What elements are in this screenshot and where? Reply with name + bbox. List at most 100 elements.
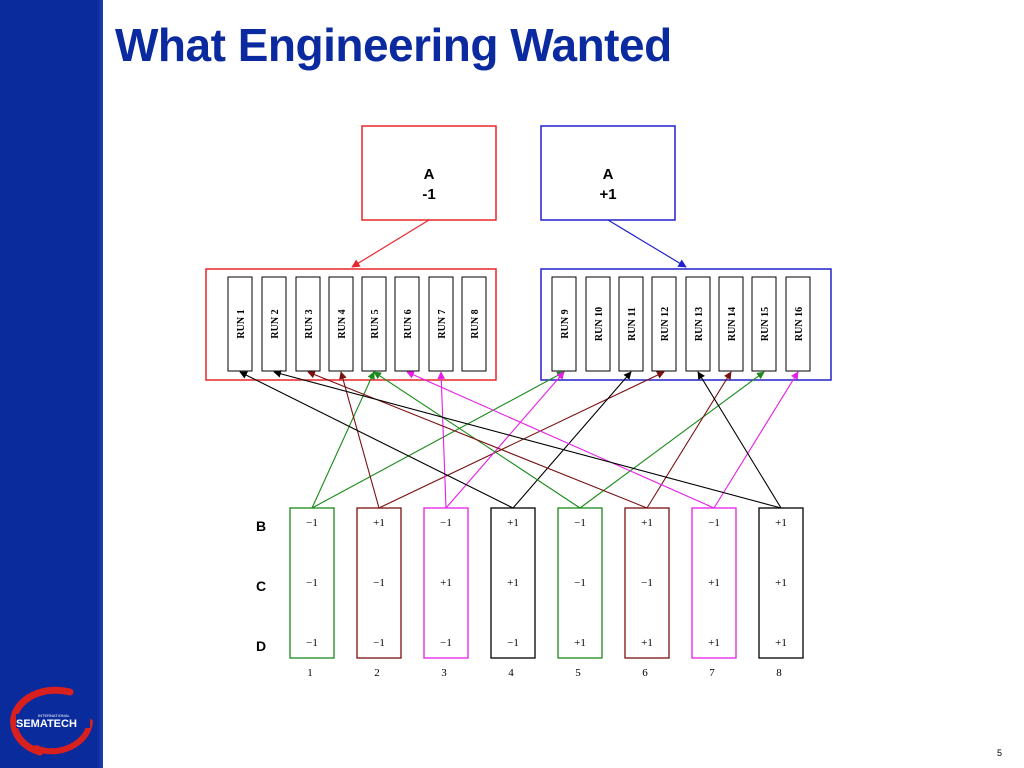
run-box-6 — [394, 276, 420, 372]
combination-value: +1 — [507, 577, 519, 589]
run-box-12 — [651, 276, 677, 372]
connector-4-to-run-11 — [512, 371, 632, 509]
combination-box-1 — [289, 507, 335, 659]
combination-box-7 — [691, 507, 737, 659]
combination-value: +1 — [775, 637, 787, 649]
combination-value: −1 — [641, 577, 653, 589]
combination-box-5 — [557, 507, 603, 659]
connector-4-to-run-1 — [239, 371, 514, 509]
run-box-4 — [328, 276, 354, 372]
row-label-d: D — [256, 638, 266, 654]
factor-a-name: A — [603, 166, 614, 183]
run-box-10 — [585, 276, 611, 372]
run-box-15 — [751, 276, 777, 372]
run-label-7: RUN 7 — [437, 309, 448, 338]
combination-value: +1 — [574, 637, 586, 649]
connector-3-to-run-9 — [445, 371, 565, 509]
connector-1-to-run-9 — [311, 371, 565, 509]
run-box-13 — [685, 276, 711, 372]
run-box-5 — [361, 276, 387, 372]
connector-3-to-run-7 — [437, 371, 447, 509]
run-label-11: RUN 11 — [627, 307, 638, 341]
run-label-8: RUN 8 — [470, 309, 481, 338]
run-label-1: RUN 1 — [236, 309, 247, 338]
run-box-3 — [295, 276, 321, 372]
run-box-11 — [618, 276, 644, 372]
slide-title: What Engineering Wanted — [115, 19, 672, 71]
combination-value: −1 — [373, 577, 385, 589]
combination-value: −1 — [306, 517, 318, 529]
combination-value: +1 — [775, 577, 787, 589]
combination-value: −1 — [306, 637, 318, 649]
arrow-a-plus — [607, 219, 687, 268]
combination-value: +1 — [641, 637, 653, 649]
factor-a-level: +1 — [599, 186, 616, 203]
combination-value: +1 — [708, 577, 720, 589]
run-box-16 — [785, 276, 811, 372]
run-label-14: RUN 14 — [727, 307, 738, 341]
run-label-12: RUN 12 — [660, 307, 671, 341]
run-box-7 — [428, 276, 454, 372]
combination-value: −1 — [507, 637, 519, 649]
combination-value: −1 — [373, 637, 385, 649]
combination-box-6 — [624, 507, 670, 659]
run-label-3: RUN 3 — [304, 309, 315, 338]
combination-number-4: 4 — [508, 667, 514, 679]
combination-box-8 — [758, 507, 804, 659]
sidebar-edge — [97, 0, 103, 768]
connector-1-to-run-5 — [311, 371, 375, 509]
connector-2-to-run-4 — [339, 371, 380, 509]
run-box-8 — [461, 276, 487, 372]
run-box-14 — [718, 276, 744, 372]
run-label-2: RUN 2 — [270, 309, 281, 338]
run-label-10: RUN 10 — [594, 307, 605, 341]
run-box-1 — [227, 276, 253, 372]
factor-a-box-2 — [540, 125, 676, 221]
factor-a-name: A — [424, 166, 435, 183]
combination-number-2: 2 — [374, 667, 380, 679]
combination-box-3 — [423, 507, 469, 659]
combination-number-1: 1 — [307, 667, 313, 679]
run-label-5: RUN 5 — [370, 309, 381, 338]
logo-small-text: INTERNATIONAL — [38, 713, 70, 718]
connector-5-to-run-15 — [579, 371, 765, 509]
run-label-13: RUN 13 — [694, 307, 705, 341]
run-label-6: RUN 6 — [403, 309, 414, 338]
sematech-logo: INTERNATIONAL SEMATECH — [10, 686, 93, 756]
factor-a-box-1 — [361, 125, 497, 221]
combination-number-3: 3 — [441, 667, 447, 679]
run-box-2 — [261, 276, 287, 372]
combination-value: −1 — [708, 517, 720, 529]
combination-value: +1 — [708, 637, 720, 649]
combination-box-4 — [490, 507, 536, 659]
factor-a-level: -1 — [422, 186, 435, 203]
row-label-c: C — [256, 578, 266, 594]
combination-number-7: 7 — [709, 667, 715, 679]
row-label-b: B — [256, 518, 266, 534]
combination-value: −1 — [440, 517, 452, 529]
connector-8-to-run-13 — [697, 371, 782, 509]
arrow-a-minus — [351, 219, 430, 268]
connector-2-to-run-12 — [378, 371, 665, 509]
connector-7-to-run-6 — [406, 371, 715, 509]
connector-8-to-run-2 — [273, 370, 782, 509]
combination-value: +1 — [373, 517, 385, 529]
combination-number-5: 5 — [575, 667, 581, 679]
combination-number-8: 8 — [776, 667, 782, 679]
run-label-16: RUN 16 — [794, 307, 805, 341]
combination-box-2 — [356, 507, 402, 659]
logo-main-text: SEMATECH — [16, 718, 77, 730]
combination-value: +1 — [507, 517, 519, 529]
run-box-9 — [551, 276, 577, 372]
combination-value: −1 — [574, 577, 586, 589]
connector-6-to-run-14 — [646, 371, 732, 509]
combination-value: +1 — [440, 577, 452, 589]
connector-7-to-run-16 — [713, 371, 799, 509]
combination-value: −1 — [440, 637, 452, 649]
combination-value: −1 — [306, 577, 318, 589]
run-label-9: RUN 9 — [560, 309, 571, 338]
run-label-15: RUN 15 — [760, 307, 771, 341]
combination-value: +1 — [641, 517, 653, 529]
page-number: 5 — [996, 748, 1002, 758]
